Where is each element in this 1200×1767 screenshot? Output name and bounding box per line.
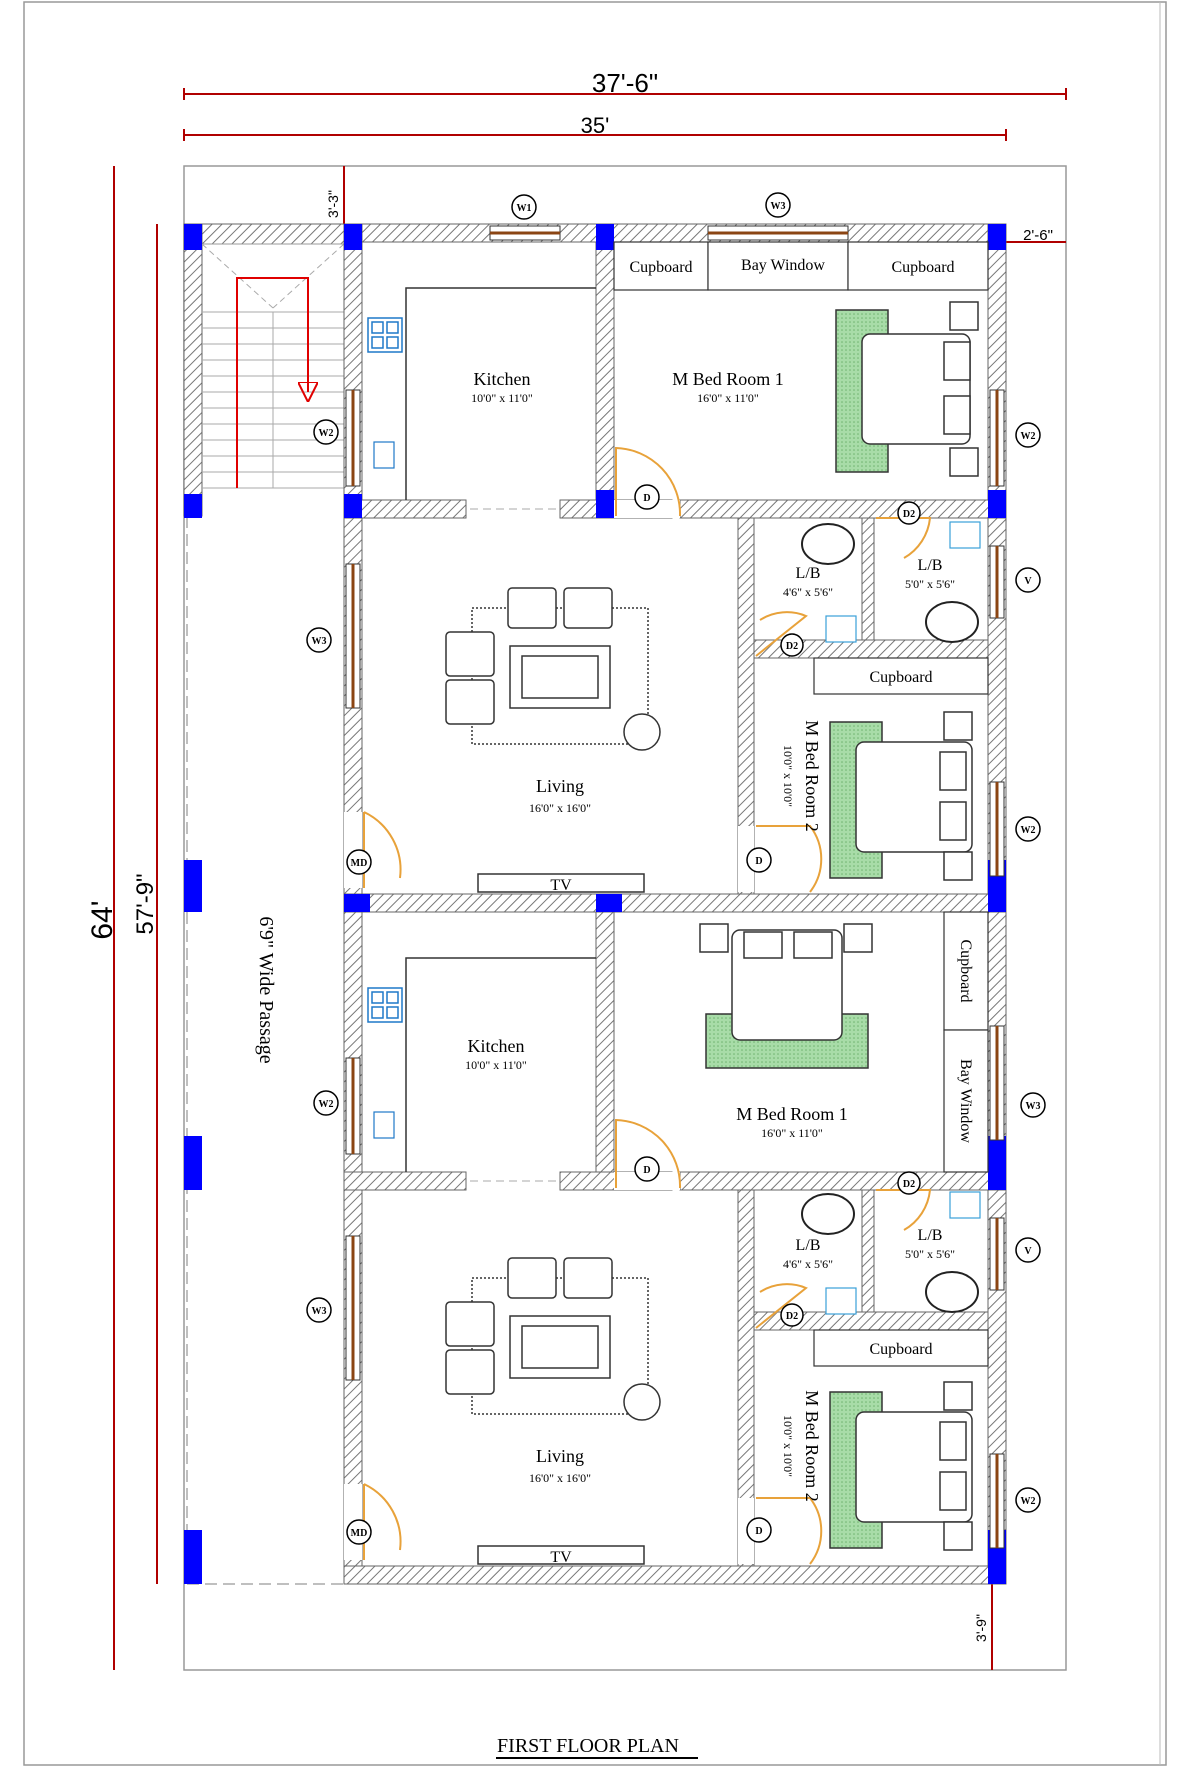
tag-v: V — [1024, 576, 1032, 587]
toilet-icon — [801, 523, 979, 1313]
room-name-kitchen-u2: Kitchen — [468, 1036, 525, 1056]
tag-v: V — [1024, 1246, 1032, 1257]
tag-w2: W2 — [319, 428, 334, 439]
room-size-master1-u1: 16'0" x 11'0" — [697, 391, 759, 405]
room-size-master2-u2: 10'0" x 10'0" — [781, 1415, 795, 1477]
door-swings — [363, 446, 932, 1565]
tag-d2: D2 — [903, 509, 915, 520]
room-size-lb2-u2: 5'0" x 5'6" — [905, 1247, 955, 1261]
room-name-living-u1: Living — [536, 776, 584, 796]
tag-d: D — [755, 1526, 762, 1537]
tag-d: D — [643, 1165, 650, 1176]
room-name-living-u2: Living — [536, 1446, 584, 1466]
cupboard-label-u2-c: Cupboard — [869, 1341, 932, 1358]
plan-title: FIRST FLOOR PLAN — [497, 1735, 679, 1757]
stove-icon — [367, 317, 403, 1023]
room-size-living-u1: 16'0" x 16'0" — [529, 801, 591, 815]
room-size-lb1-u2: 4'6" x 5'6" — [783, 1257, 833, 1271]
dim-right-setback: 2'-6" — [1023, 227, 1053, 244]
passage — [186, 516, 344, 1585]
staircase — [183, 223, 345, 517]
room-name-master2-u1: M Bed Room 2 — [802, 720, 822, 832]
tv-label-u1: TV — [550, 877, 572, 894]
bed-icon — [699, 301, 979, 1551]
tag-d2: D2 — [786, 641, 798, 652]
tag-d2: D2 — [786, 1311, 798, 1322]
room-name-lb1-u1: L/B — [796, 565, 821, 582]
room-size-lb1-u1: 4'6" x 5'6" — [783, 585, 833, 599]
room-name-master2-u2: M Bed Room 2 — [802, 1390, 822, 1502]
openings — [344, 500, 754, 1564]
cupboard-label-u1-a: Cupboard — [629, 259, 692, 276]
windows — [345, 225, 1005, 1549]
tag-d: D — [643, 493, 650, 504]
dim-bottom-setback: 3'-9" — [973, 1614, 989, 1642]
bay-window-label-u2: Bay Window — [957, 1059, 974, 1143]
room-name-master1-u2: M Bed Room 1 — [736, 1104, 848, 1124]
cupboard-label-u1-b: Cupboard — [891, 259, 954, 276]
tag-w1: W1 — [517, 203, 532, 214]
dim-inner-depth: 57'-9" — [132, 873, 159, 934]
site-outline — [183, 165, 1067, 1671]
room-name-kitchen-u1: Kitchen — [474, 369, 531, 389]
sheet-border — [23, 1, 1167, 1766]
tv-unit — [477, 873, 645, 1565]
dimension-lines — [113, 88, 1067, 1670]
dim-top-setback: 3'-3" — [325, 190, 341, 218]
tv-label-u2: TV — [550, 1549, 572, 1566]
tag-labels: W1 W3 W2 W2 D D2 V D2 W3 W2 MD D W2 W3 D… — [312, 201, 1041, 1539]
tag-w3: W3 — [771, 201, 786, 212]
bay-window-label-u1: Bay Window — [741, 257, 825, 274]
tag-w3: W3 — [312, 636, 327, 647]
cupboard-label-u2-a: Cupboard — [957, 939, 974, 1002]
room-size-master1-u2: 16'0" x 11'0" — [761, 1126, 823, 1140]
tag-markers — [306, 192, 1046, 1545]
room-name-lb2-u2: L/B — [918, 1227, 943, 1244]
sink-icon — [373, 441, 395, 1139]
washbasin-icon — [825, 521, 981, 1315]
tag-w3: W3 — [1026, 1101, 1041, 1112]
tag-w3: W3 — [312, 1306, 327, 1317]
room-size-kitchen-u2: 10'0" x 11'0" — [465, 1058, 527, 1072]
cupboard-label-u1-c: Cupboard — [869, 669, 932, 686]
passage-label: 6'9" Wide Passage — [255, 916, 277, 1063]
room-size-living-u2: 16'0" x 16'0" — [529, 1471, 591, 1485]
tag-w2: W2 — [319, 1099, 334, 1110]
room-size-lb2-u1: 5'0" x 5'6" — [905, 577, 955, 591]
cupboards — [613, 241, 989, 1367]
tag-md: MD — [351, 1528, 368, 1539]
room-size-kitchen-u1: 10'0" x 11'0" — [471, 391, 533, 405]
dim-overall-width: 37'-6" — [592, 68, 658, 98]
room-size-master2-u1: 10'0" x 10'0" — [781, 745, 795, 807]
kitchen-counters — [405, 287, 596, 1172]
tag-d2: D2 — [903, 1179, 915, 1190]
sofa-set-icon — [445, 587, 661, 1421]
room-name-lb1-u2: L/B — [796, 1237, 821, 1254]
room-name-lb2-u1: L/B — [918, 557, 943, 574]
dim-overall-depth: 64' — [86, 900, 119, 939]
tag-w2: W2 — [1021, 1496, 1036, 1507]
tag-w2: W2 — [1021, 825, 1036, 836]
tag-w2: W2 — [1021, 431, 1036, 442]
tag-d: D — [755, 856, 762, 867]
room-name-master1-u1: M Bed Room 1 — [672, 369, 784, 389]
tag-md: MD — [351, 858, 368, 869]
dim-inner-width: 35' — [581, 113, 610, 138]
